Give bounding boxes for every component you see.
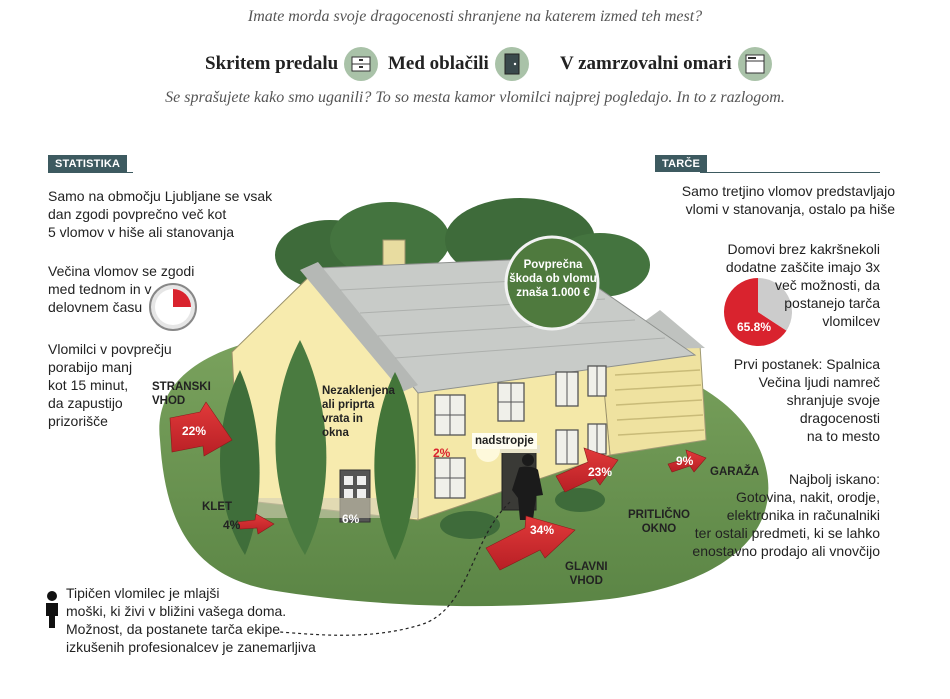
stat-fact-3: Vlomilci v povprečju porabijo manj kot 1… <box>48 341 172 429</box>
tarce-fact-3: Prvi postanek: Spalnica Večina ljudi nam… <box>733 356 880 444</box>
entry-value-stranski-vhod: 22% <box>182 424 207 438</box>
entry-value-nadstropje: 2% <box>433 446 451 460</box>
pie-slice-ostalo <box>758 278 792 331</box>
entry-value-garaza: 9% <box>676 454 694 468</box>
person-icon <box>46 591 58 628</box>
header-question: Imate morda svoje dragocenosti shranjene… <box>247 8 703 25</box>
entry-value-vrata: 6% <box>342 512 360 526</box>
section-rule <box>700 172 880 173</box>
pie-slice-brez-zascite <box>724 278 787 346</box>
entry-arrows <box>169 401 707 571</box>
entry-value-glavni-vhod: 34% <box>530 523 555 537</box>
damage-badge <box>504 235 600 331</box>
burglar-path <box>279 501 511 636</box>
tarce-fact-4: Najbolj iskano: Gotovina, nakit, orodje,… <box>692 471 880 559</box>
hiding-place-label: Med oblačili <box>388 53 489 74</box>
wardrobe-icon <box>494 47 529 81</box>
hiding-place-drawer: Skritem predalu <box>205 46 379 82</box>
drawer-icon <box>344 47 379 81</box>
time-gauge-icon <box>149 283 197 331</box>
entry-label-garaza: GARAŽA <box>710 466 760 478</box>
tarce-fact-1: Samo tretjino vlomov predstavljajo vlomi… <box>681 183 895 217</box>
entry-value-klet: 4% <box>223 518 241 532</box>
entry-label-nadstropje: nadstropje <box>472 433 537 449</box>
freezer-icon <box>737 47 772 81</box>
section-tag-tarce: TARČE <box>655 155 708 172</box>
hiding-place-label: V zamrzovalni omari <box>560 53 732 74</box>
pie-value-label: 65.8% <box>737 320 772 334</box>
entry-label-glavni-vhod: GLAVNI VHOD <box>565 561 608 587</box>
hiding-place-wardrobe: Med oblačili <box>388 46 529 82</box>
damage-badge-text: Povprečna škoda ob vlomu znaša 1.000 € <box>509 259 597 299</box>
burglar-figure <box>512 454 543 520</box>
cypress-trees <box>220 340 416 560</box>
stat-fact-2: Večina vlomov se zgodi med tednom in v d… <box>48 263 195 315</box>
entry-label-klet: KLET <box>202 501 233 513</box>
burglar-note: Tipičen vlomilec je mlajši moški, ki živ… <box>66 585 316 655</box>
hiding-place-label: Skritem predalu <box>205 53 339 74</box>
pie-chart <box>724 278 792 346</box>
hiding-places-row: Skritem predalu Med oblačili V zamrzoval… <box>0 46 950 86</box>
entry-value-pritlicno-okno: 23% <box>588 465 613 479</box>
section-rule <box>48 172 133 173</box>
entry-label-pritlicno-okno: PRITLIČNO OKNO <box>628 509 690 535</box>
header-answer: Se sprašujete kako smo uganili? To so me… <box>165 89 785 106</box>
entry-label-vrata: Nezaklenjena ali priprta vrata in okna <box>322 385 395 439</box>
hiding-place-freezer: V zamrzovalni omari <box>560 46 772 82</box>
section-tag-statistika: STATISTIKA <box>48 155 128 172</box>
tarce-fact-2: Domovi brez kakršnekoli dodatne zaščite … <box>725 241 880 329</box>
stat-fact-1: Samo na območju Ljubljane se vsak dan zg… <box>48 188 273 240</box>
entry-label-stranski-vhod: STRANSKI VHOD <box>152 381 211 407</box>
